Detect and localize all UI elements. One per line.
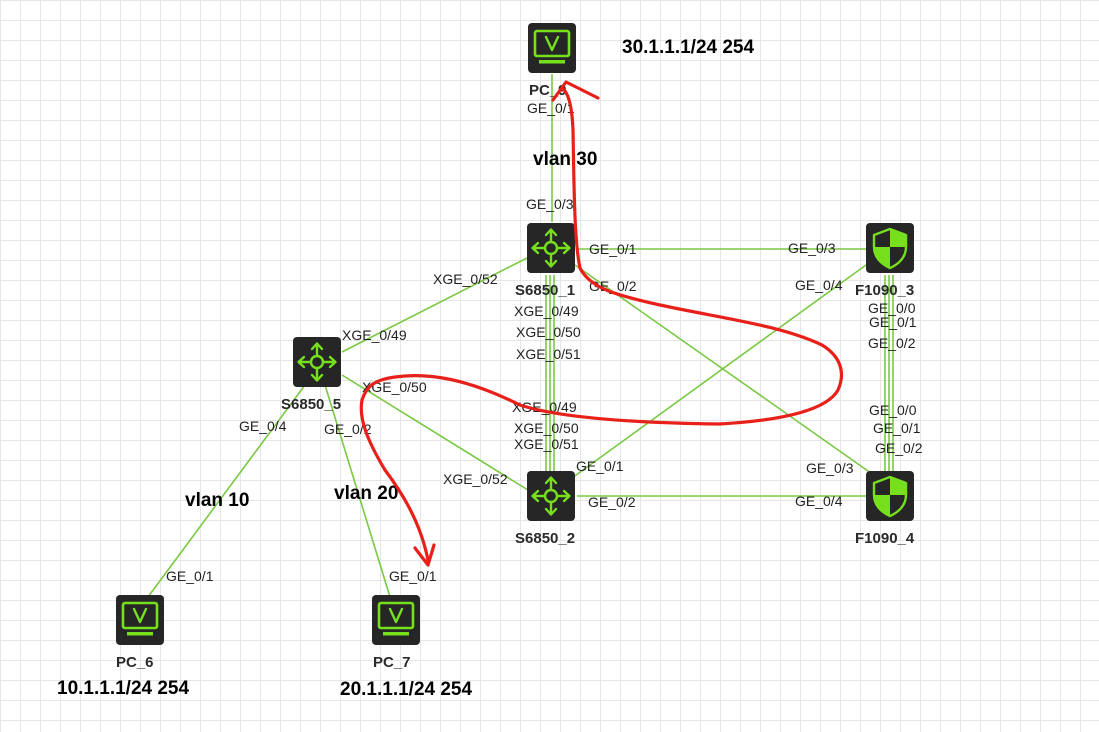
arrowhead-down bbox=[413, 543, 436, 567]
device-name-pc6: PC_6 bbox=[116, 654, 154, 671]
router-arrows-icon bbox=[531, 476, 571, 516]
port-label: GE_0/0 bbox=[868, 300, 916, 316]
shield-icon bbox=[872, 227, 908, 270]
vlan-label-10: vlan 10 bbox=[185, 490, 249, 511]
ip-label-pc9: 30.1.1.1/24 254 bbox=[622, 37, 754, 58]
device-s6850-2[interactable] bbox=[527, 471, 575, 521]
link-s1-s5 bbox=[341, 257, 528, 353]
device-name-f1090-4: F1090_4 bbox=[855, 530, 915, 547]
ip-label-pc7: 20.1.1.1/24 254 bbox=[340, 679, 472, 700]
device-pc7[interactable] bbox=[372, 595, 420, 645]
port-label: GE_0/3 bbox=[526, 196, 574, 212]
port-label: GE_0/1 bbox=[589, 241, 637, 257]
ip-label-pc6: 10.1.1.1/24 254 bbox=[57, 678, 189, 699]
device-s6850-1[interactable] bbox=[527, 223, 575, 273]
port-label: GE_0/3 bbox=[788, 240, 836, 256]
port-label: XGE_0/49 bbox=[512, 399, 577, 415]
device-s6850-5[interactable] bbox=[293, 337, 341, 387]
traffic-path-annotation bbox=[359, 80, 844, 567]
port-label: XGE_0/52 bbox=[443, 471, 508, 487]
shield-icon bbox=[872, 475, 908, 518]
link-s5-s2 bbox=[341, 374, 529, 491]
vlan-label-20: vlan 20 bbox=[334, 483, 398, 504]
device-name-f1090-3: F1090_3 bbox=[855, 282, 914, 299]
device-name-pc7: PC_7 bbox=[373, 654, 411, 671]
port-label: GE_0/2 bbox=[875, 440, 923, 456]
device-f1090-4[interactable] bbox=[866, 471, 914, 521]
monitor-v-icon bbox=[533, 29, 571, 64]
port-label: XGE_0/52 bbox=[433, 271, 498, 287]
port-label: GE_0/2 bbox=[588, 494, 636, 510]
link-s1-f4 bbox=[574, 264, 879, 479]
port-label: GE_0/4 bbox=[795, 493, 843, 509]
vlan-label-30: vlan 30 bbox=[533, 149, 597, 170]
device-pc6[interactable] bbox=[116, 595, 164, 645]
port-label: GE_0/1 bbox=[869, 314, 917, 330]
port-label: GE_0/1 bbox=[527, 100, 575, 116]
port-label: GE_0/1 bbox=[166, 568, 214, 584]
port-label: GE_0/2 bbox=[589, 278, 637, 294]
links bbox=[147, 74, 894, 598]
port-label: GE_0/1 bbox=[576, 458, 624, 474]
device-pc9[interactable] bbox=[528, 23, 576, 73]
router-arrows-icon bbox=[297, 342, 337, 382]
port-label: XGE_0/50 bbox=[362, 379, 427, 395]
port-label: XGE_0/49 bbox=[514, 303, 579, 319]
device-name-s6850-5: S6850_5 bbox=[281, 396, 341, 413]
port-label: GE_0/0 bbox=[869, 402, 917, 418]
device-name-s6850-2: S6850_2 bbox=[515, 530, 575, 547]
device-f1090-3[interactable] bbox=[866, 223, 914, 273]
router-arrows-icon bbox=[531, 228, 571, 268]
port-label: XGE_0/50 bbox=[514, 420, 579, 436]
link-s5-pc7 bbox=[324, 384, 391, 598]
port-label: GE_0/2 bbox=[324, 421, 372, 437]
port-label: GE_0/1 bbox=[389, 568, 437, 584]
link-f3-s2 bbox=[571, 264, 867, 479]
monitor-v-icon bbox=[377, 601, 415, 636]
port-label: GE_0/4 bbox=[239, 418, 287, 434]
annotation-path-line bbox=[359, 86, 844, 562]
port-label: GE_0/1 bbox=[873, 420, 921, 436]
port-label: GE_0/2 bbox=[868, 335, 916, 351]
port-label: XGE_0/51 bbox=[514, 436, 579, 452]
port-label: GE_0/3 bbox=[806, 460, 854, 476]
device-name-s6850-1: S6850_1 bbox=[515, 282, 575, 299]
port-label: XGE_0/50 bbox=[516, 324, 581, 340]
arrowhead-up bbox=[551, 80, 600, 102]
port-label: XGE_0/49 bbox=[342, 327, 407, 343]
monitor-v-icon bbox=[121, 601, 159, 636]
port-label: GE_0/4 bbox=[795, 277, 843, 293]
port-label: XGE_0/51 bbox=[516, 346, 581, 362]
link-s5-pc6 bbox=[147, 384, 306, 598]
